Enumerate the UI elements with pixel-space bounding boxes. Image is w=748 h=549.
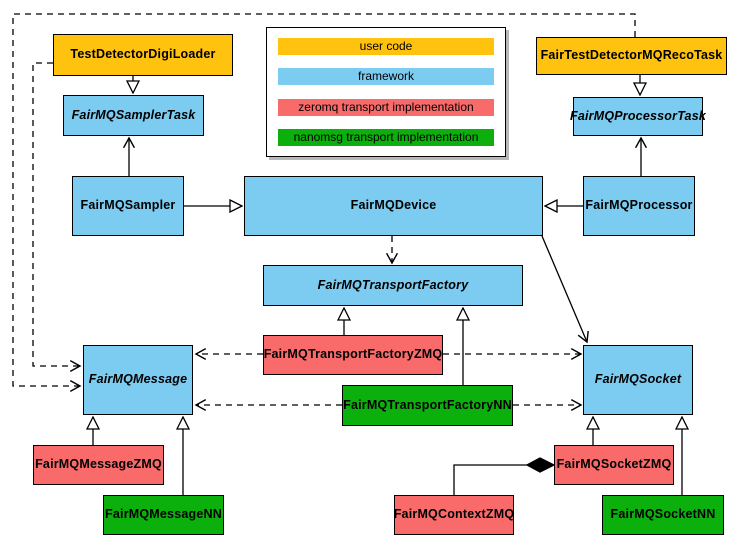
node-fairmqsocketnn: FairMQSocketNN — [602, 495, 724, 535]
legend-box: user code framework zeromq transport imp… — [266, 27, 506, 157]
node-label: FairMQTransportFactory — [317, 277, 469, 292]
node-fairmqmessagezmq: FairMQMessageZMQ — [33, 445, 164, 485]
node-label: FairMQSocketNN — [610, 507, 716, 522]
node-fairtestdetectormqrecotask: FairTestDetectorMQRecoTask — [536, 37, 727, 75]
node-label: FairMQMessage — [88, 372, 188, 387]
node-fairmqsampler: FairMQSampler — [72, 176, 184, 236]
node-fairmqtransportfactory: FairMQTransportFactory — [263, 265, 523, 306]
edge-contextzmq-socketzmq — [453, 464, 527, 495]
node-testdetectordigiloader: TestDetectorDigiLoader — [53, 34, 233, 76]
node-label: FairMQSamplerTask — [71, 107, 196, 122]
legend-item-nanomsg: nanomsg transport implementation — [278, 128, 494, 146]
node-label: TestDetectorDigiLoader — [70, 47, 216, 62]
legend-label: zeromq transport implementation — [298, 99, 474, 114]
legend-item-zeromq: zeromq transport implementation — [278, 98, 494, 116]
node-fairmqtransportfactorynn: FairMQTransportFactoryNN — [342, 385, 513, 426]
node-fairmqtransportfactoryzmq: FairMQTransportFactoryZMQ — [263, 335, 443, 375]
node-label: FairMQTransportFactoryNN — [343, 397, 512, 412]
node-label: FairMQProcessor — [585, 198, 693, 213]
node-fairmqprocessor: FairMQProcessor — [583, 176, 695, 236]
node-fairmqcontextzmq: FairMQContextZMQ — [394, 495, 514, 535]
legend-item-user-code: user code — [278, 38, 494, 55]
node-label: FairMQProcessorTask — [569, 108, 707, 123]
node-label: FairMQTransportFactoryZMQ — [263, 347, 443, 362]
legend-label: nanomsg transport implementation — [293, 129, 479, 144]
node-fairmqmessagenn: FairMQMessageNN — [103, 495, 224, 535]
legend-label: framework — [357, 69, 414, 84]
edge-digiloader-message — [32, 62, 82, 373]
node-fairmqsamplertask: FairMQSamplerTask — [63, 95, 204, 136]
node-fairmqmessage: FairMQMessage — [83, 345, 193, 415]
node-label: FairMQMessageNN — [105, 507, 222, 522]
edge-recotask-message — [12, 13, 636, 393]
node-label: FairMQContextZMQ — [393, 507, 515, 522]
node-label: FairMQMessageZMQ — [35, 457, 162, 472]
node-label: FairMQDevice — [350, 198, 437, 213]
legend-label: user code — [359, 39, 413, 53]
composition-diamond-icon — [525, 457, 556, 473]
node-label: FairTestDetectorMQRecoTask — [540, 48, 723, 63]
node-fairmqsocketzmq: FairMQSocketZMQ — [554, 445, 674, 485]
node-fairmqprocessortask: FairMQProcessorTask — [569, 97, 707, 136]
node-fairmqdevice: FairMQDevice — [244, 176, 543, 236]
node-fairmqsocket: FairMQSocket — [583, 345, 693, 415]
node-label: FairMQSocketZMQ — [556, 457, 672, 472]
edge-device-socket — [541, 235, 589, 344]
node-label: FairMQSampler — [80, 198, 176, 213]
legend-item-framework: framework — [278, 68, 494, 86]
node-label: FairMQSocket — [594, 372, 682, 387]
